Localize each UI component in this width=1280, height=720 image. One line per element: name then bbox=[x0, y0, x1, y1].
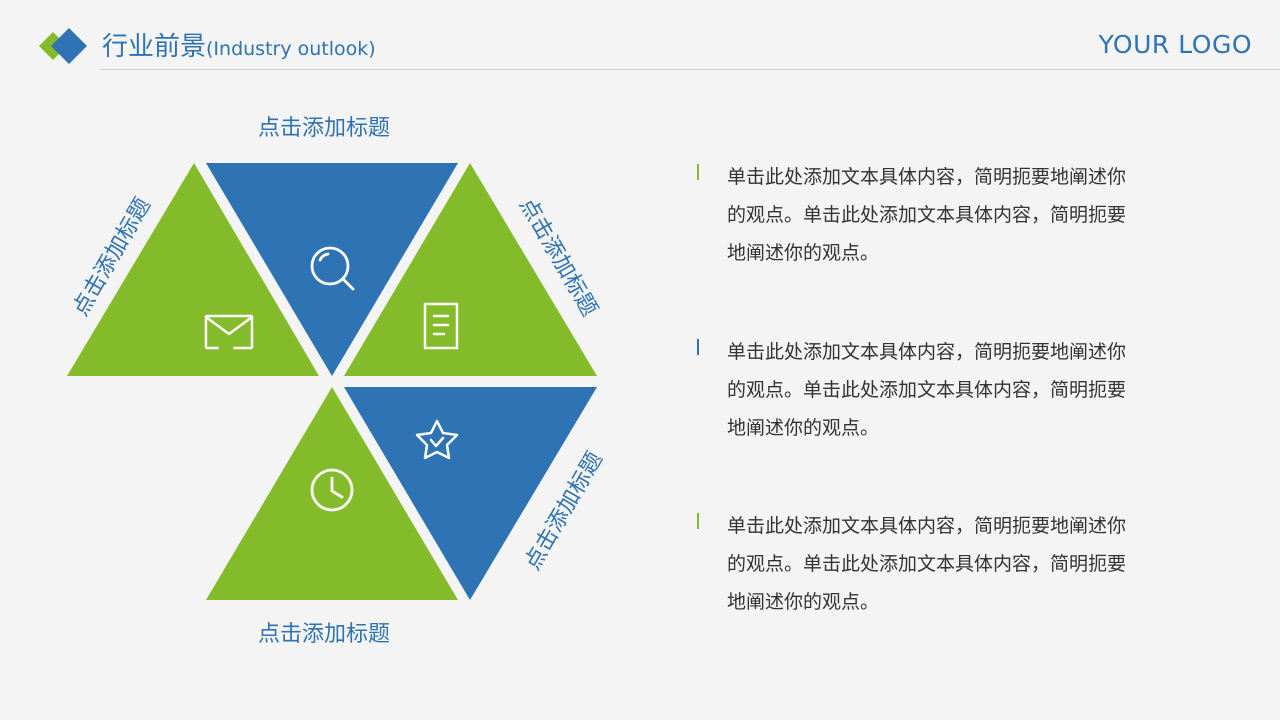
triangle-blue-right bbox=[344, 387, 597, 600]
point-text-1[interactable]: 单击此处添加文本具体内容，简明扼要地阐述你的观点。单击此处添加文本具体内容，简明… bbox=[727, 166, 1127, 264]
point-bar-2 bbox=[697, 339, 699, 355]
search-icon bbox=[310, 246, 355, 291]
star-check-icon bbox=[415, 419, 459, 460]
point-text-2[interactable]: 单击此处添加文本具体内容，简明扼要地阐述你的观点。单击此处添加文本具体内容，简明… bbox=[727, 341, 1127, 439]
document-icon bbox=[423, 302, 459, 350]
triangle-diagram-svg bbox=[67, 163, 597, 600]
logo-text: YOUR LOGO bbox=[1098, 30, 1252, 59]
brand-diamond-icon bbox=[39, 28, 87, 64]
title-label-bottom[interactable]: 点击添加标题 bbox=[258, 622, 391, 647]
page-title-main: 行业前景 bbox=[102, 32, 207, 62]
clock-icon bbox=[310, 468, 354, 512]
point-text-3[interactable]: 单击此处添加文本具体内容，简明扼要地阐述你的观点。单击此处添加文本具体内容，简明… bbox=[727, 515, 1127, 613]
point-bar-1 bbox=[697, 164, 699, 180]
triangle-diagram: 点击添加标题 点击添加标题 点击添加标题 点击添加标题 点击添加标题 bbox=[67, 116, 608, 647]
text-point-3: 单击此处添加文本具体内容，简明扼要地阐述你的观点。单击此处添加文本具体内容，简明… bbox=[697, 507, 1137, 621]
text-point-2: 单击此处添加文本具体内容，简明扼要地阐述你的观点。单击此处添加文本具体内容，简明… bbox=[697, 333, 1137, 447]
triangle-blue-top bbox=[206, 163, 458, 376]
triangle-green-left bbox=[67, 163, 319, 376]
triangle-green-bottom bbox=[206, 387, 458, 600]
triangle-green-right bbox=[344, 163, 597, 376]
header-divider bbox=[100, 69, 1280, 70]
point-bar-3 bbox=[697, 513, 699, 529]
title-label-top[interactable]: 点击添加标题 bbox=[258, 116, 391, 141]
text-point-1: 单击此处添加文本具体内容，简明扼要地阐述你的观点。单击此处添加文本具体内容，简明… bbox=[697, 158, 1137, 272]
envelope-icon bbox=[204, 314, 254, 350]
page-title-sub: (Industry outlook) bbox=[206, 38, 376, 60]
page-title: 行业前景(Industry outlook) bbox=[102, 26, 376, 63]
